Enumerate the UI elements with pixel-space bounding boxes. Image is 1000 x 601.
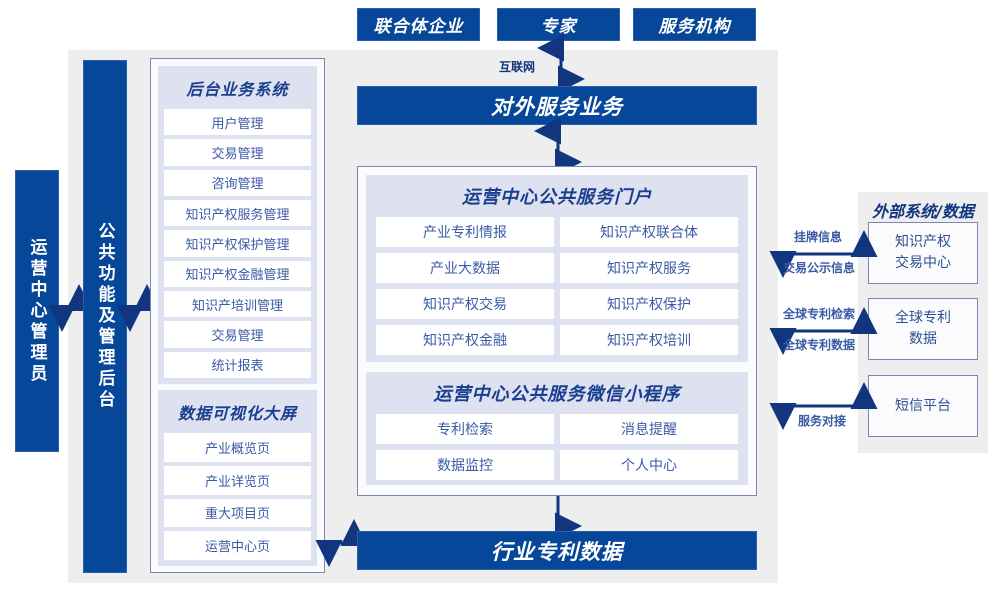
data-visualization-title: 数据可视化大屏: [177, 404, 297, 423]
backend-system-title: 后台业务系统: [186, 80, 289, 99]
miniprogram-item[interactable]: 消息提醒: [560, 414, 738, 444]
miniprogram-item[interactable]: 数据监控: [376, 450, 554, 480]
portal-item[interactable]: 知识产权培训: [560, 325, 738, 355]
external-box-ip-trade-center[interactable]: 知识产权 交易中心: [868, 222, 978, 284]
operator-admin-arrow: [48, 284, 93, 332]
actor-box-expert[interactable]: 专家: [497, 8, 620, 41]
miniprogram-title: 运营中心公共服务微信小程序: [433, 384, 681, 405]
wechat-miniprogram-group: 运营中心公共服务微信小程序 专利检索 消息提醒 数据监控 个人中心: [366, 372, 748, 485]
edge-label-global-patent-search: 全球专利检索: [782, 307, 855, 321]
actor-box-alliance-enterprise[interactable]: 联合体企业: [357, 8, 480, 41]
portal-grid: 产业专利情报 知识产权联合体 产业大数据 知识产权服务 知识产权交易 知识产权保…: [376, 217, 738, 355]
edge-label-global-patent-data: 全球专利数据: [782, 338, 855, 352]
external-service-bar[interactable]: 对外服务业务: [357, 86, 757, 125]
industry-patent-data-bar[interactable]: 行业专利数据: [357, 531, 757, 570]
external-patent-arrow: [769, 307, 878, 355]
backend-item[interactable]: 咨询管理: [164, 169, 311, 196]
portal-item[interactable]: 产业专利情报: [376, 217, 554, 247]
data-visualization-group: 数据可视化大屏 产业概览页 产业详览页 重大项目页 运营中心页: [158, 390, 317, 566]
external-sms-arrow: [769, 382, 878, 430]
miniprogram-item[interactable]: 专利检索: [376, 414, 554, 444]
service-portal-arrow: [534, 117, 582, 176]
external-systems-title: 外部系统/数据: [872, 202, 974, 221]
internet-arrow: [537, 34, 585, 93]
portal-item[interactable]: 产业大数据: [376, 253, 554, 283]
backend-item[interactable]: 交易管理: [164, 321, 311, 348]
backend-item[interactable]: 知识产培训管理: [164, 290, 311, 318]
backend-item[interactable]: 交易管理: [164, 139, 311, 166]
actor-box-service-agency[interactable]: 服务机构: [633, 8, 756, 41]
external-box-global-patent-data[interactable]: 全球专利 数据: [868, 298, 978, 360]
portal-title: 运营中心公共服务门户: [462, 187, 652, 208]
external-box-label: 全球专利 数据: [895, 310, 951, 347]
data-visual-item[interactable]: 产业概览页: [164, 433, 311, 462]
backend-item[interactable]: 用户管理: [164, 109, 311, 136]
portal-item[interactable]: 知识产权金融: [376, 325, 554, 355]
edge-label-listing-info: 挂牌信息: [793, 230, 842, 244]
common-function-admin-column[interactable]: 公共功能及管理后台: [83, 60, 127, 573]
edge-label-trade-disclosure: 交易公示信息: [782, 261, 855, 275]
backend-item[interactable]: 知识产权金融管理: [164, 260, 311, 287]
admin-backend-arrow: [116, 284, 161, 332]
portal-item[interactable]: 知识产权服务: [560, 253, 738, 283]
operator-admin-bar[interactable]: 运营中心管理员: [15, 170, 59, 452]
public-service-portal-group: 运营中心公共服务门户 产业专利情报 知识产权联合体 产业大数据 知识产权服务 知…: [366, 175, 748, 362]
visual-industry-data-arrow: [315, 519, 368, 567]
data-visual-item[interactable]: 产业详览页: [164, 465, 311, 495]
external-box-sms-platform[interactable]: 短信平台: [868, 375, 978, 437]
portal-item[interactable]: 知识产权联合体: [560, 217, 738, 247]
miniprogram-item[interactable]: 个人中心: [560, 450, 738, 480]
portal-item[interactable]: 知识产权保护: [560, 289, 738, 319]
external-box-label: 短信平台: [895, 397, 951, 414]
external-box-label: 知识产权 交易中心: [895, 234, 951, 271]
edge-label-service-docking: 服务对接: [797, 414, 846, 428]
portal-industry-data-arrow: [555, 496, 582, 540]
backend-item[interactable]: 知识产权服务管理: [164, 199, 311, 227]
internet-label: 互联网: [498, 60, 535, 74]
data-visual-item[interactable]: 运营中心页: [164, 531, 311, 560]
miniprogram-grid: 专利检索 消息提醒 数据监控 个人中心: [376, 414, 738, 480]
portal-item[interactable]: 知识产权交易: [376, 289, 554, 319]
backend-item[interactable]: 统计报表: [164, 351, 311, 378]
external-trade-arrow: [769, 230, 878, 278]
data-visual-item[interactable]: 重大项目页: [164, 498, 311, 528]
backend-item[interactable]: 知识产权保护管理: [164, 230, 311, 257]
backend-system-group: 后台业务系统 用户管理 交易管理 咨询管理 知识产权服务管理 知识产权保护管理 …: [158, 66, 317, 384]
